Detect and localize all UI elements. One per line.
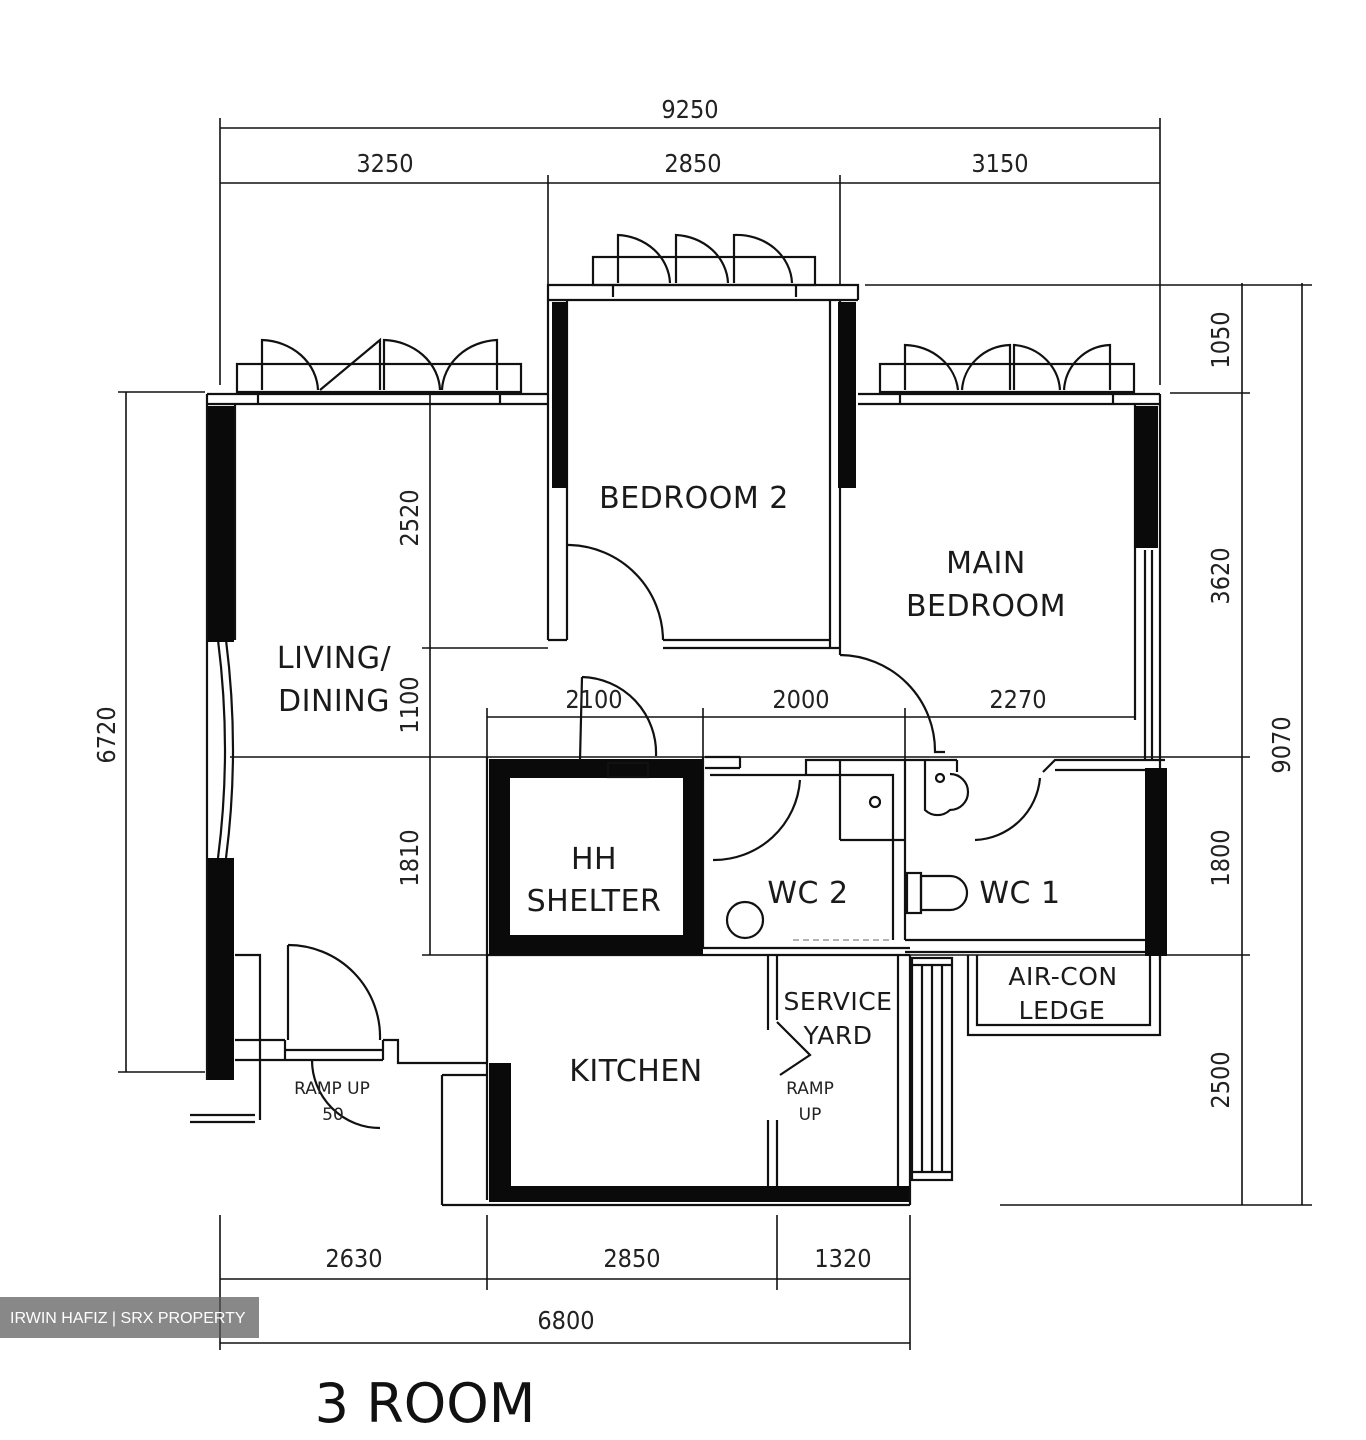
plan-title: 3 ROOM [315, 1372, 536, 1435]
dim-top-left: 3250 [356, 149, 413, 178]
label-living-2: DINING [278, 684, 390, 719]
room-labels: BEDROOM 2 MAIN BEDROOM LIVING/ DINING HH… [277, 481, 1117, 1125]
dim-bottom-mid: 2850 [603, 1244, 660, 1273]
label-bedroom2: BEDROOM 2 [599, 481, 789, 516]
label-wc2: WC 2 [767, 876, 848, 911]
label-living-1: LIVING/ [277, 641, 392, 676]
dim-bottom-left: 2630 [325, 1244, 382, 1273]
label-kitchen: KITCHEN [569, 1054, 703, 1089]
label-wc1: WC 1 [979, 876, 1060, 911]
dim-inner-1800: 1800 [1206, 829, 1235, 886]
label-service-1: SERVICE [784, 987, 893, 1016]
label-ramp-main-2: 50 [322, 1105, 344, 1125]
doors [286, 543, 1042, 1130]
dim-inner-2000: 2000 [772, 685, 829, 714]
label-shelter-1: HH [571, 842, 617, 877]
fixtures [606, 760, 970, 940]
label-aircon-1: AIR-CON [1008, 962, 1117, 991]
label-ramp-service-1: RAMP [786, 1079, 834, 1099]
label-ramp-service-2: UP [799, 1105, 822, 1125]
dim-inner-2520: 2520 [395, 489, 424, 546]
dim-inner-2100: 2100 [565, 685, 622, 714]
dim-inner-2270: 2270 [989, 685, 1046, 714]
watermark-background [0, 1297, 259, 1338]
dim-right-top: 1050 [1206, 311, 1235, 368]
dim-right-mid: 3620 [1206, 547, 1235, 604]
label-main-bedroom-2: BEDROOM [906, 589, 1066, 624]
label-main-bedroom-1: MAIN [946, 546, 1026, 581]
label-aircon-2: LEDGE [1019, 996, 1106, 1025]
dim-right-total: 9070 [1267, 716, 1296, 773]
dim-right-bottom: 2500 [1206, 1051, 1235, 1108]
dim-bottom-total: 6800 [537, 1306, 594, 1335]
dim-top-mid: 2850 [664, 149, 721, 178]
label-shelter-2: SHELTER [527, 884, 662, 919]
dimension-labels: 9250 3250 2850 3150 1050 3620 2500 9070 … [92, 95, 1296, 1335]
dim-top-total: 9250 [661, 95, 718, 124]
solid-walls [208, 302, 1167, 1202]
watermark-text: IRWIN HAFIZ | SRX PROPERTY [10, 1310, 246, 1327]
dim-bottom-right: 1320 [814, 1244, 871, 1273]
dimension-lines [118, 118, 1312, 1350]
dim-top-right: 3150 [971, 149, 1028, 178]
bay-windows [235, 233, 1136, 404]
label-ramp-main-1: RAMP UP [294, 1079, 370, 1099]
dim-inner-1100: 1100 [395, 676, 424, 733]
dim-inner-1810: 1810 [395, 829, 424, 886]
label-service-2: YARD [802, 1021, 872, 1050]
dim-left-total: 6720 [92, 706, 121, 763]
